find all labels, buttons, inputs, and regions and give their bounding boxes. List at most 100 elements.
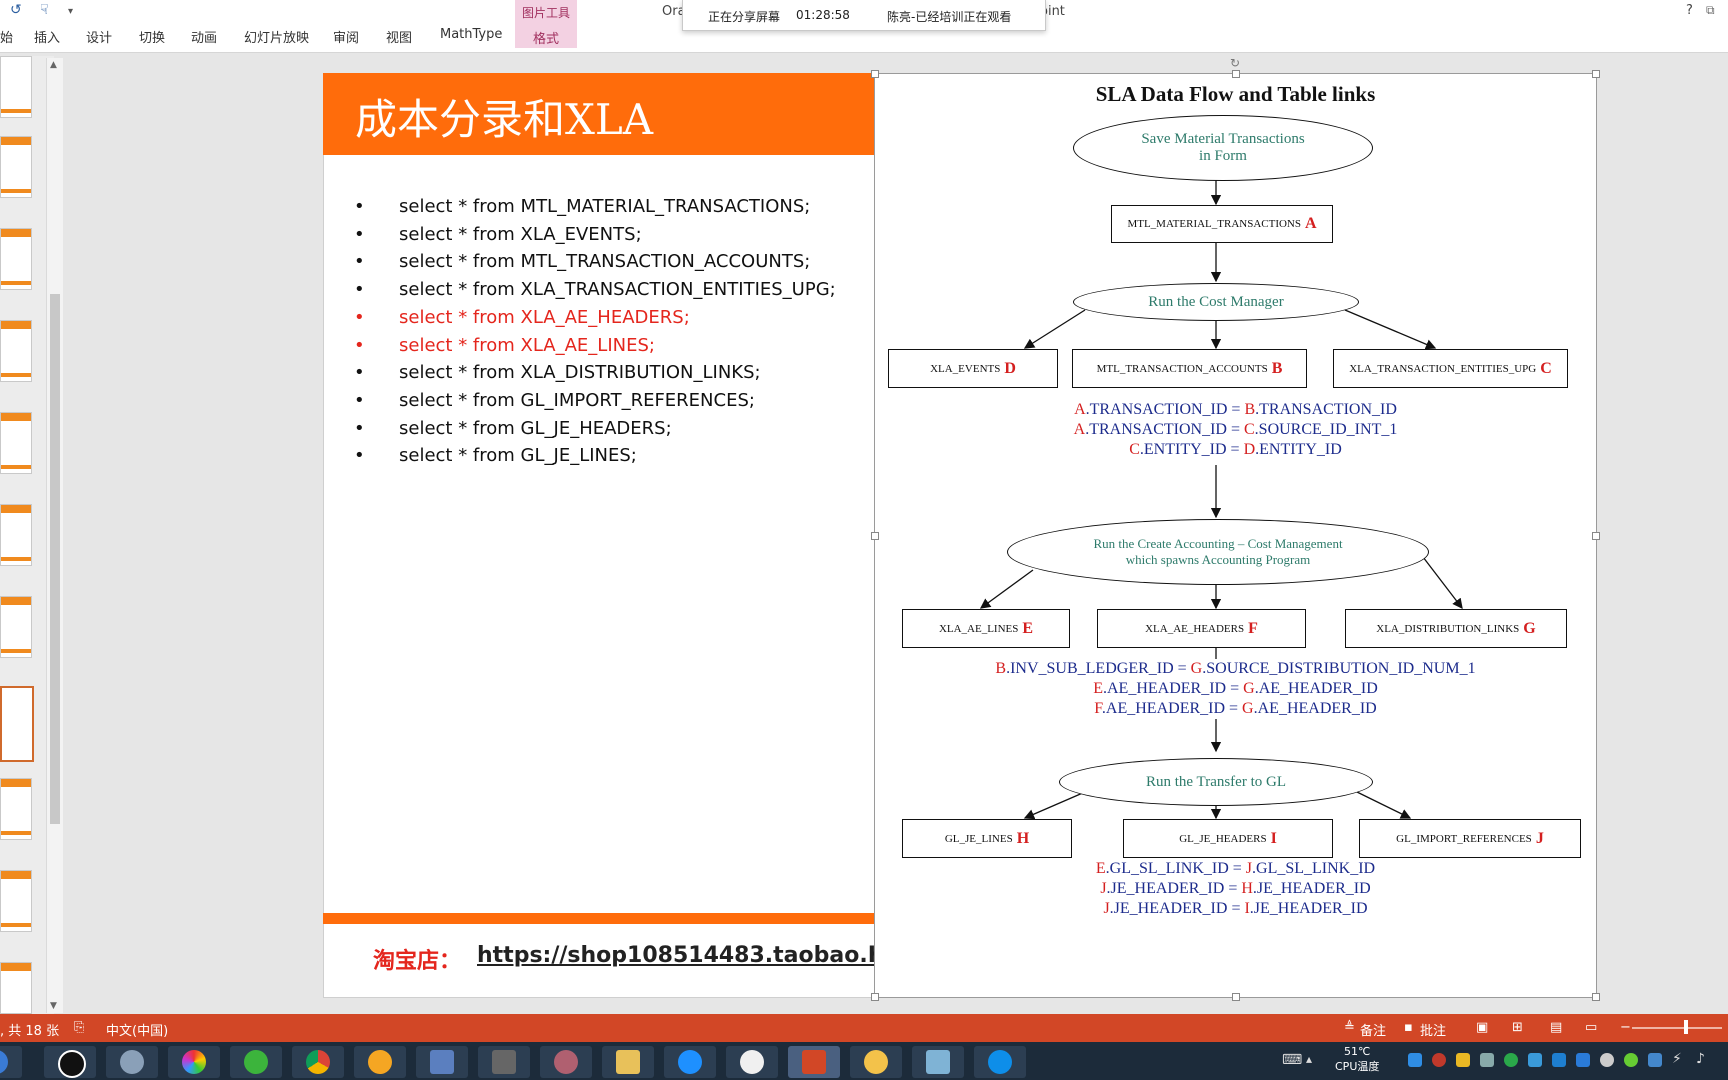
quick-access-dropdown-icon[interactable]: ▾ xyxy=(68,6,74,17)
slide-thumbnail[interactable] xyxy=(0,320,32,382)
resize-handle[interactable] xyxy=(1592,70,1600,78)
tab-start-cut[interactable]: 始 xyxy=(0,31,14,46)
color-picker-icon[interactable] xyxy=(168,1046,220,1078)
scroll-up-icon[interactable]: ▲ xyxy=(50,60,57,70)
bullet-item[interactable]: •select * from GL_JE_HEADERS; xyxy=(354,418,672,439)
qq-icon[interactable] xyxy=(44,1046,96,1078)
resize-handle[interactable] xyxy=(871,532,879,540)
resize-handle[interactable] xyxy=(1232,70,1240,78)
slide-thumbnail-selected[interactable] xyxy=(0,686,34,762)
tab-slideshow[interactable]: 幻灯片放映 xyxy=(244,31,310,46)
bullet-item[interactable]: •select * from XLA_DISTRIBUTION_LINKS; xyxy=(354,362,761,383)
tray-app-icon[interactable] xyxy=(1552,1053,1566,1067)
restore-icon[interactable]: ⧉ xyxy=(1706,3,1715,17)
tab-review[interactable]: 审阅 xyxy=(333,31,360,46)
slide-thumbnail[interactable] xyxy=(0,504,32,566)
help-icon[interactable]: ? xyxy=(1686,3,1693,18)
tab-animations[interactable]: 动画 xyxy=(191,31,218,46)
java-icon[interactable] xyxy=(726,1046,778,1078)
tray-app-icon[interactable] xyxy=(1600,1053,1614,1067)
slide-title[interactable]: 成本分录和XLA xyxy=(355,95,654,144)
zoom-slider[interactable] xyxy=(1632,1027,1722,1029)
tab-view[interactable]: 视图 xyxy=(386,31,413,46)
notes-button[interactable]: 备注 xyxy=(1360,1024,1387,1039)
volume-icon[interactable]: ♪ xyxy=(1696,1051,1705,1067)
bullet-item[interactable]: •select * from MTL_TRANSACTION_ACCOUNTS; xyxy=(354,251,810,272)
slide-thumbnail[interactable] xyxy=(0,412,32,474)
slide-thumbnail[interactable] xyxy=(0,778,32,840)
bullet-item[interactable]: •select * from XLA_AE_LINES; xyxy=(354,335,655,356)
slide-thumbnail[interactable] xyxy=(0,56,32,118)
tab-mathtype[interactable]: MathType xyxy=(440,27,503,42)
network-tool-icon[interactable] xyxy=(416,1046,468,1078)
tab-transitions[interactable]: 切换 xyxy=(139,31,166,46)
comments-button[interactable]: 批注 xyxy=(1420,1024,1447,1039)
spellcheck-icon[interactable]: ⎘ xyxy=(74,1020,85,1035)
bullet-item[interactable]: •select * from XLA_AE_HEADERS; xyxy=(354,307,690,328)
tray-expand-icon[interactable]: ▴ xyxy=(1306,1052,1313,1066)
tray-app-icon[interactable] xyxy=(1624,1053,1638,1067)
relation-1-3: C.ENTITY_ID = D.ENTITY_ID xyxy=(1129,441,1342,458)
keyboard-icon[interactable]: ⌨ xyxy=(1282,1052,1303,1068)
tray-app-icon[interactable] xyxy=(1408,1053,1422,1067)
slide-thumbnail[interactable] xyxy=(0,228,32,290)
footer-shop-link[interactable]: https://shop108514483.taobao.K xyxy=(477,943,885,968)
slide-thumbnail[interactable] xyxy=(0,136,32,198)
browser-360-icon[interactable] xyxy=(230,1046,282,1078)
resize-handle[interactable] xyxy=(1232,993,1240,1001)
tray-app-icon[interactable] xyxy=(1480,1053,1494,1067)
slide-sorter-icon[interactable]: ⊞ xyxy=(1512,1020,1523,1035)
ie-icon[interactable] xyxy=(664,1046,716,1078)
scrollbar-thumb[interactable] xyxy=(50,294,60,824)
notepad-icon[interactable] xyxy=(912,1046,964,1078)
slide-thumbnail[interactable] xyxy=(0,596,32,658)
file-explorer-icon[interactable] xyxy=(602,1046,654,1078)
start-button[interactable] xyxy=(0,1046,22,1078)
slideshow-icon[interactable]: ▭ xyxy=(1585,1020,1598,1035)
messenger-icon[interactable] xyxy=(850,1046,902,1078)
resize-handle[interactable] xyxy=(871,70,879,78)
tray-app-icon[interactable] xyxy=(1456,1053,1470,1067)
powerpoint-icon[interactable] xyxy=(788,1046,840,1078)
undo-icon[interactable]: ↺ xyxy=(10,2,22,18)
bullet-item[interactable]: •select * from MTL_MATERIAL_TRANSACTIONS… xyxy=(354,196,810,217)
bullet-item[interactable]: •select * from XLA_TRANSACTION_ENTITIES_… xyxy=(354,279,836,300)
tab-design[interactable]: 设计 xyxy=(86,31,113,46)
zoom-out-icon[interactable]: − xyxy=(1620,1020,1631,1035)
comments-icon[interactable]: ▪ xyxy=(1404,1020,1413,1035)
network-icon[interactable]: ⚡ xyxy=(1672,1051,1682,1067)
snipping-tool-icon[interactable] xyxy=(106,1046,158,1078)
tray-app-icon[interactable] xyxy=(1648,1053,1662,1067)
zoom-slider-thumb[interactable] xyxy=(1684,1020,1688,1034)
rotate-handle-icon[interactable]: ↻ xyxy=(1230,56,1241,70)
thumbnails-scrollbar[interactable]: ▲ ▼ xyxy=(46,58,63,1013)
tray-app-icon[interactable] xyxy=(1528,1053,1542,1067)
bullet-item[interactable]: •select * from GL_IMPORT_REFERENCES; xyxy=(354,390,755,411)
sla-flow-diagram-picture[interactable]: SLA Data Flow and Table links Save Mater… xyxy=(874,73,1597,998)
touch-mode-icon[interactable]: ☟ xyxy=(40,2,49,18)
resize-handle[interactable] xyxy=(1592,532,1600,540)
normal-view-icon[interactable]: ▣ xyxy=(1476,1020,1489,1035)
bullet-item[interactable]: •select * from XLA_EVENTS; xyxy=(354,224,642,245)
wechat-icon[interactable] xyxy=(1504,1053,1518,1067)
resize-handle[interactable] xyxy=(871,993,879,1001)
slide-thumbnail[interactable] xyxy=(0,870,32,932)
tab-format[interactable]: 格式 xyxy=(532,32,559,47)
uc-browser-icon[interactable] xyxy=(354,1046,406,1078)
teamviewer-icon[interactable] xyxy=(974,1046,1026,1078)
tray-app-icon[interactable] xyxy=(1576,1053,1590,1067)
resize-handle[interactable] xyxy=(1592,993,1600,1001)
notes-icon[interactable]: ≜ xyxy=(1344,1020,1355,1035)
scroll-down-icon[interactable]: ▼ xyxy=(50,1001,57,1011)
bullet-item[interactable]: •select * from GL_JE_LINES; xyxy=(354,445,637,466)
tab-insert[interactable]: 插入 xyxy=(34,31,61,46)
database-icon[interactable] xyxy=(540,1046,592,1078)
terminal-icon[interactable] xyxy=(478,1046,530,1078)
slide-thumbnail[interactable] xyxy=(0,962,32,1014)
language-indicator[interactable]: 中文(中国) xyxy=(106,1024,169,1039)
tray-app-icon[interactable] xyxy=(1432,1053,1446,1067)
reading-view-icon[interactable]: ▤ xyxy=(1550,1020,1563,1035)
chrome-icon[interactable] xyxy=(292,1046,344,1078)
